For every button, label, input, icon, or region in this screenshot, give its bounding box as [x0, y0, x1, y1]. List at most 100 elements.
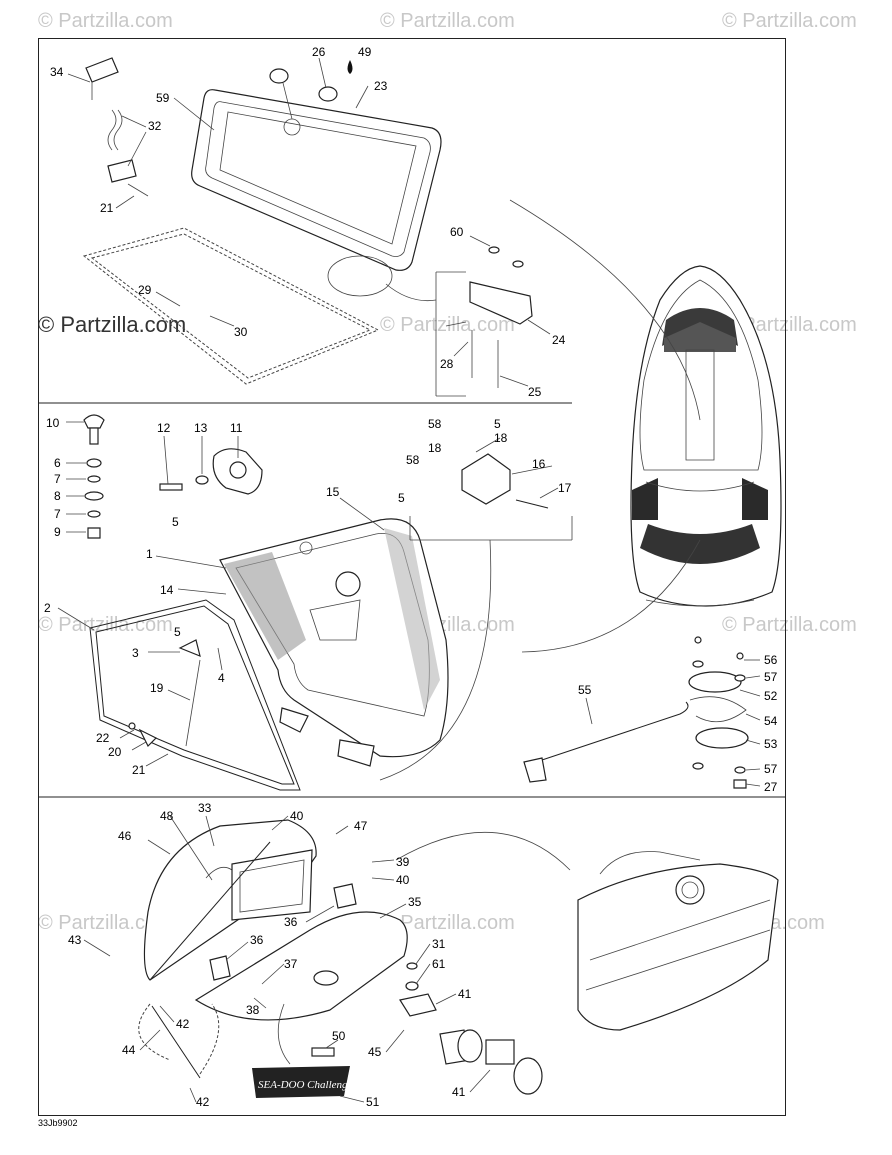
label-38: 38 — [246, 1003, 260, 1017]
hatch-opening — [82, 227, 380, 385]
label-46: 46 — [118, 829, 132, 843]
label-52: 52 — [764, 689, 778, 703]
label-29: 29 — [138, 283, 152, 297]
label-42: 42 — [176, 1017, 190, 1031]
hinge-bracket — [85, 57, 149, 197]
label-54: 54 — [764, 714, 778, 728]
label-11: 11 — [230, 421, 243, 435]
label-41: 41 — [452, 1085, 466, 1099]
label-6: 6 — [54, 456, 61, 470]
leader-lines — [57, 57, 761, 1103]
glove-box-body — [219, 518, 449, 758]
label-27: 27 — [764, 780, 778, 794]
label-12: 12 — [157, 421, 171, 435]
label-58: 58 — [428, 417, 442, 431]
hinge-clip-11 — [159, 448, 263, 495]
bolt-stack-left — [83, 414, 105, 539]
label-15: 15 — [326, 485, 340, 499]
label-30: 30 — [234, 325, 248, 339]
label-48: 48 — [160, 809, 174, 823]
label-45: 45 — [368, 1045, 382, 1059]
label-19: 19 — [150, 681, 164, 695]
label-7: 7 — [54, 472, 61, 486]
label-31: 31 — [432, 937, 446, 951]
label-18: 18 — [494, 431, 508, 445]
label-10: 10 — [46, 416, 60, 430]
side-watercraft-view — [395, 831, 779, 1031]
label-5: 5 — [172, 515, 179, 529]
label-36: 36 — [284, 915, 298, 929]
label-57: 57 — [764, 762, 778, 776]
label-42: 42 — [196, 1095, 210, 1109]
label-41: 41 — [458, 987, 472, 1001]
label-36: 36 — [250, 933, 264, 947]
label-22: 22 — [96, 731, 110, 745]
label-5: 5 — [174, 625, 181, 639]
label-26: 26 — [312, 45, 326, 59]
watercraft-top-view — [630, 265, 782, 607]
label-58: 58 — [406, 453, 420, 467]
support-arm-44 — [138, 1003, 220, 1079]
label-4: 4 — [218, 671, 225, 685]
lid-knobs — [269, 68, 338, 120]
label-3: 3 — [132, 646, 139, 660]
mount-bracket-52-54 — [688, 636, 749, 789]
label-40: 40 — [290, 809, 304, 823]
label-21: 21 — [100, 201, 114, 215]
droplet-icon — [347, 60, 353, 74]
main-watermark: © Partzilla.com — [38, 312, 187, 337]
label-44: 44 — [122, 1043, 136, 1057]
label-21: 21 — [132, 763, 146, 777]
label-56: 56 — [764, 653, 778, 667]
label-9: 9 — [54, 525, 61, 539]
label-35: 35 — [408, 895, 422, 909]
label-5: 5 — [494, 417, 501, 431]
label-20: 20 — [108, 745, 122, 759]
label-51: 51 — [366, 1095, 380, 1109]
storage-tray-35 — [194, 883, 408, 1021]
label-25: 25 — [528, 385, 542, 399]
label-13: 13 — [194, 421, 208, 435]
label-53: 53 — [764, 737, 778, 751]
label-57: 57 — [764, 670, 778, 684]
label-43: 43 — [68, 933, 82, 947]
diagram-frame — [38, 38, 786, 1116]
label-18: 18 — [428, 441, 442, 455]
label-2: 2 — [44, 601, 51, 615]
label-17: 17 — [558, 481, 572, 495]
logo-text: SEA-DOO Challenger — [258, 1079, 357, 1091]
glove-box-door-frame — [89, 599, 301, 791]
label-28: 28 — [440, 357, 454, 371]
label-60: 60 — [450, 225, 464, 239]
label-1: 1 — [146, 547, 153, 561]
storage-lid — [191, 89, 442, 271]
decal-50-51 — [252, 1003, 350, 1098]
bracket-16 — [379, 437, 573, 781]
arrow-icon — [509, 199, 701, 653]
part-labels: 34 32 21 59 26 49 23 60 29 30 24 28 25 1… — [44, 45, 778, 1109]
label-37: 37 — [284, 957, 298, 971]
label-39: 39 — [396, 855, 410, 869]
label-23: 23 — [374, 79, 388, 93]
label-16: 16 — [532, 457, 546, 471]
label-61: 61 — [432, 957, 446, 971]
label-49: 49 — [358, 45, 372, 59]
label-24: 24 — [552, 333, 566, 347]
drawing-code: 33Jb9902 — [38, 1118, 78, 1128]
lid-latch-bracket — [327, 246, 533, 397]
release-cable-55 — [523, 701, 689, 783]
label-32: 32 — [148, 119, 162, 133]
label-59: 59 — [156, 91, 170, 105]
label-14: 14 — [160, 583, 174, 597]
label-55: 55 — [578, 683, 592, 697]
dash-panel-46 — [143, 819, 317, 981]
label-7: 7 — [54, 507, 61, 521]
latch-hardware — [128, 639, 375, 767]
label-40: 40 — [396, 873, 410, 887]
label-34: 34 — [50, 65, 64, 79]
label-5: 5 — [398, 491, 405, 505]
label-50: 50 — [332, 1029, 346, 1043]
fastener-group-41 — [399, 962, 543, 1095]
label-47: 47 — [354, 819, 368, 833]
